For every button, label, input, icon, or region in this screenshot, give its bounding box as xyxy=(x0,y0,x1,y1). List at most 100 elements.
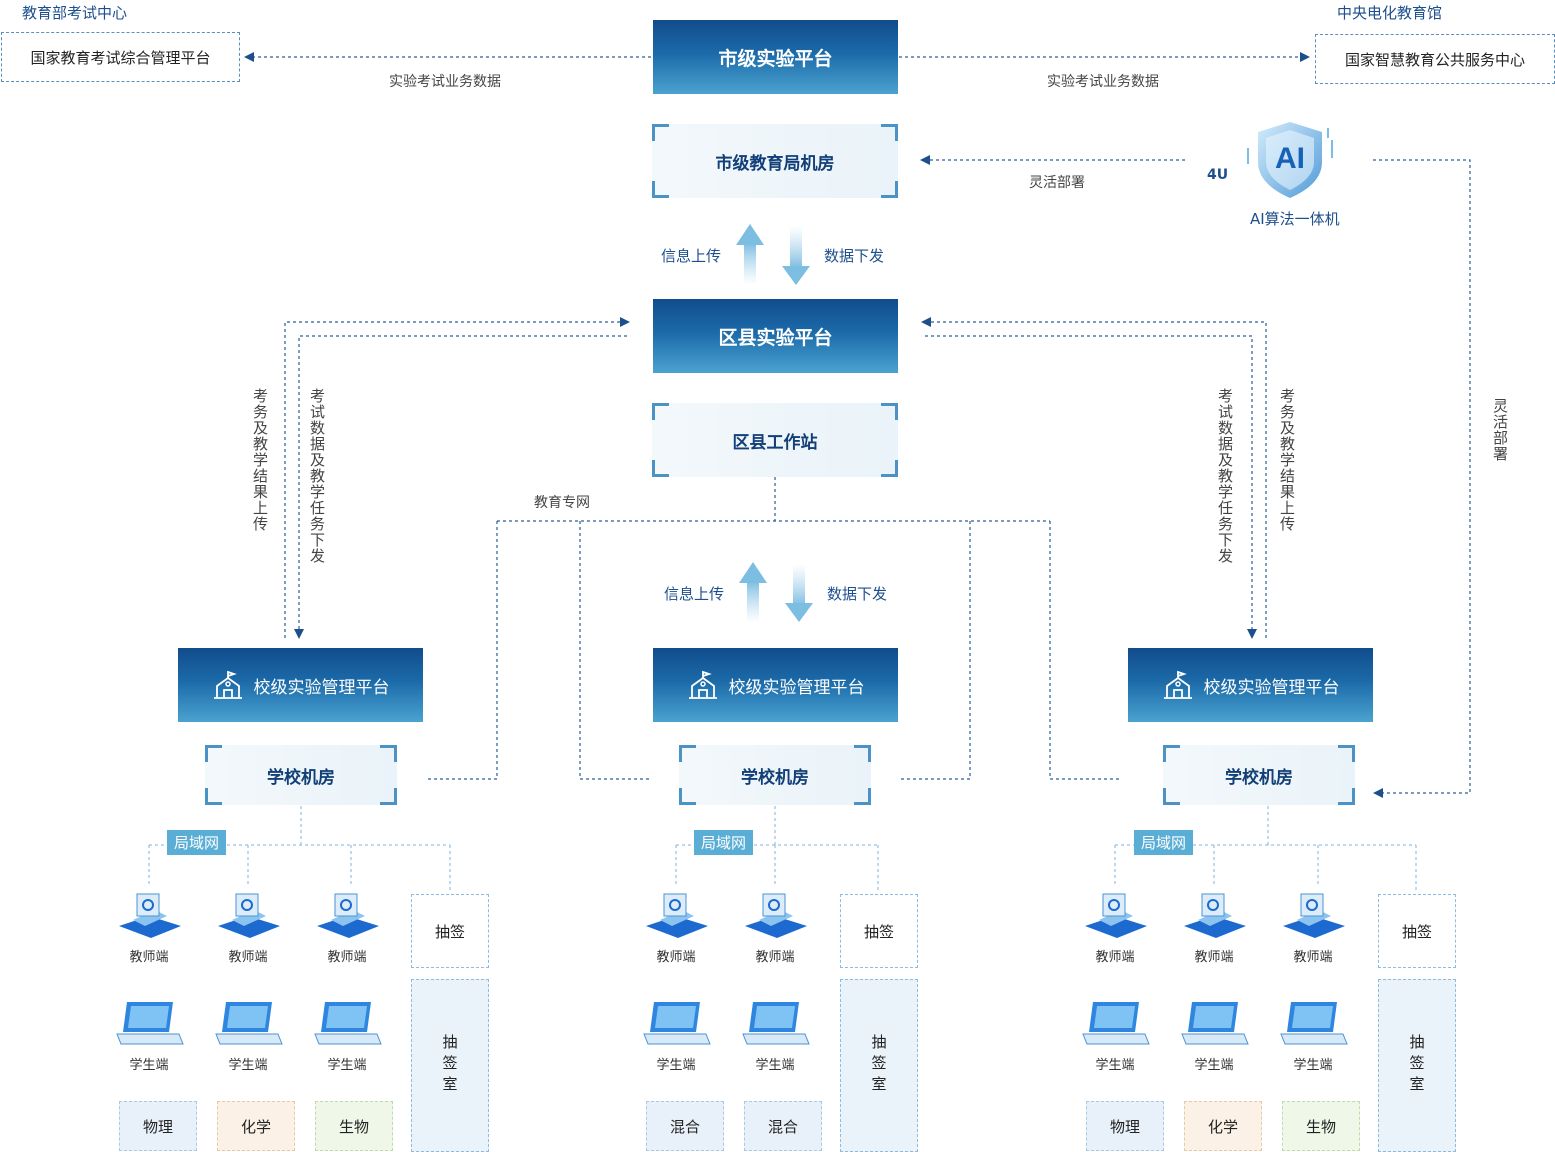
right-external-platform[interactable]: 国家智慧教育公共服务中心 xyxy=(1315,34,1555,84)
teacher-terminal-label: 教师端 xyxy=(228,950,268,965)
school-room-1[interactable]: 学校机房 xyxy=(205,745,397,805)
teacher-terminal[interactable]: 教师端 xyxy=(1075,890,1155,965)
flow-label-left: 实验考试业务数据 xyxy=(389,74,501,90)
school-platform-label: 校级实验管理平台 xyxy=(728,677,865,698)
school-room-2[interactable]: 学校机房 xyxy=(679,745,871,805)
school-platform-3[interactable]: 校级实验管理平台 xyxy=(1128,648,1373,722)
laptop-icon xyxy=(1082,1002,1150,1045)
student-terminal[interactable]: 学生端 xyxy=(1174,998,1254,1073)
teacher-terminal[interactable]: 教师端 xyxy=(307,890,387,965)
student-terminal-label: 学生端 xyxy=(327,1058,367,1073)
teacher-terminal-label: 教师端 xyxy=(656,950,696,965)
upload-label-right: 考务及教学结果上传 xyxy=(1278,388,1296,532)
upload-label-left: 考务及教学结果上传 xyxy=(251,388,269,532)
school-building-icon xyxy=(1163,670,1192,699)
district-workstation-label: 区县工作站 xyxy=(732,432,818,453)
school-building-icon xyxy=(213,670,242,699)
district-workstation[interactable]: 区县工作站 xyxy=(652,403,898,477)
student-terminal-label: 学生端 xyxy=(755,1058,795,1073)
teacher-terminal[interactable]: 教师端 xyxy=(636,890,716,965)
teacher-terminal[interactable]: 教师端 xyxy=(735,890,815,965)
info-upload-label: 信息上传 xyxy=(661,247,722,265)
school-room-label: 学校机房 xyxy=(1225,767,1293,788)
laptop-icon xyxy=(742,1002,810,1045)
school-platform-label: 校级实验管理平台 xyxy=(253,677,390,698)
left-org-title: 教育部考试中心 xyxy=(22,4,128,22)
teacher-terminal-icon xyxy=(317,893,379,938)
student-terminal-label: 学生端 xyxy=(1293,1058,1333,1073)
subject-physics[interactable]: 物理 xyxy=(119,1101,197,1151)
up-arrow-icon xyxy=(736,224,764,285)
student-terminal-label: 学生端 xyxy=(656,1058,696,1073)
teacher-terminal[interactable]: 教师端 xyxy=(1174,890,1254,965)
teacher-terminal-label: 教师端 xyxy=(129,950,169,965)
laptop-icon xyxy=(215,1002,283,1045)
subject-chemistry[interactable]: 化学 xyxy=(1184,1101,1262,1151)
teacher-terminal-icon xyxy=(745,893,807,938)
teacher-terminal-label: 教师端 xyxy=(1095,950,1135,965)
teacher-terminal-icon xyxy=(218,893,280,938)
student-terminal-label: 学生端 xyxy=(129,1058,169,1073)
lottery-room-2[interactable]: 抽签室 xyxy=(840,979,918,1152)
teacher-terminal-label: 教师端 xyxy=(1194,950,1234,965)
lan-badge-2: 局域网 xyxy=(694,830,754,855)
ai-appliance[interactable]: AI xyxy=(1240,118,1340,202)
school-room-label: 学校机房 xyxy=(741,767,809,788)
school-platform-2[interactable]: 校级实验管理平台 xyxy=(653,648,898,722)
student-terminal[interactable]: 学生端 xyxy=(1075,998,1155,1073)
district-platform-label: 区县实验平台 xyxy=(718,326,833,349)
lottery-room-label: 抽签室 xyxy=(869,1034,888,1097)
student-terminal[interactable]: 学生端 xyxy=(109,998,189,1073)
lottery-room-3[interactable]: 抽签室 xyxy=(1378,979,1456,1152)
right-org-title: 中央电化教育馆 xyxy=(1337,4,1443,22)
student-terminal[interactable]: 学生端 xyxy=(307,998,387,1073)
subject-biology[interactable]: 生物 xyxy=(1282,1101,1360,1151)
subject-mixed[interactable]: 混合 xyxy=(744,1101,822,1151)
lottery-room-1[interactable]: 抽签室 xyxy=(411,979,489,1152)
flow-label-right: 实验考试业务数据 xyxy=(1047,74,1159,90)
student-terminal[interactable]: 学生端 xyxy=(1273,998,1353,1073)
down-arrow-icon xyxy=(785,564,813,622)
teacher-terminal-icon xyxy=(1283,893,1345,938)
city-platform[interactable]: 市级实验平台 xyxy=(653,20,898,94)
laptop-icon xyxy=(1280,1002,1348,1045)
subject-biology[interactable]: 生物 xyxy=(315,1101,393,1151)
city-room[interactable]: 市级教育局机房 xyxy=(652,124,898,198)
download-label-right: 考试数据及教学任务下发 xyxy=(1216,388,1234,564)
student-terminal[interactable]: 学生端 xyxy=(208,998,288,1073)
school-room-3[interactable]: 学校机房 xyxy=(1163,745,1355,805)
data-download-label: 数据下发 xyxy=(824,247,885,265)
teacher-terminal-label: 教师端 xyxy=(327,950,367,965)
student-terminal-label: 学生端 xyxy=(1194,1058,1234,1073)
lottery-room-label: 抽签室 xyxy=(1407,1034,1426,1097)
lottery-box-1[interactable]: 抽签 xyxy=(411,894,489,968)
student-terminal[interactable]: 学生端 xyxy=(735,998,815,1073)
laptop-icon xyxy=(314,1002,382,1045)
lottery-box-3[interactable]: 抽签 xyxy=(1378,894,1456,968)
school-platform-label: 校级实验管理平台 xyxy=(1203,677,1340,698)
laptop-icon xyxy=(643,1002,711,1045)
laptop-icon xyxy=(116,1002,184,1045)
teacher-terminal[interactable]: 教师端 xyxy=(109,890,189,965)
teacher-terminal-icon xyxy=(646,893,708,938)
student-terminal[interactable]: 学生端 xyxy=(636,998,716,1073)
left-external-platform[interactable]: 国家教育考试综合管理平台 xyxy=(1,32,240,82)
student-terminal-label: 学生端 xyxy=(228,1058,268,1073)
teacher-terminal[interactable]: 教师端 xyxy=(208,890,288,965)
school-platform-1[interactable]: 校级实验管理平台 xyxy=(178,648,423,722)
svg-text:AI: AI xyxy=(1275,142,1305,175)
data-download-label-2: 数据下发 xyxy=(827,585,888,603)
subject-mixed[interactable]: 混合 xyxy=(646,1101,724,1151)
lan-badge-1: 局域网 xyxy=(167,830,227,855)
lan-badge-3: 局域网 xyxy=(1134,830,1194,855)
lottery-box-2[interactable]: 抽签 xyxy=(840,894,918,968)
laptop-icon xyxy=(1181,1002,1249,1045)
subject-physics[interactable]: 物理 xyxy=(1086,1101,1164,1151)
city-room-label: 市级教育局机房 xyxy=(715,153,835,174)
subject-chemistry[interactable]: 化学 xyxy=(217,1101,295,1151)
flex-deploy-label: 灵活部署 xyxy=(1029,175,1085,191)
lottery-room-label: 抽签室 xyxy=(440,1034,459,1097)
teacher-terminal[interactable]: 教师端 xyxy=(1273,890,1353,965)
district-platform[interactable]: 区县实验平台 xyxy=(653,299,898,373)
down-arrow-icon xyxy=(782,226,810,285)
